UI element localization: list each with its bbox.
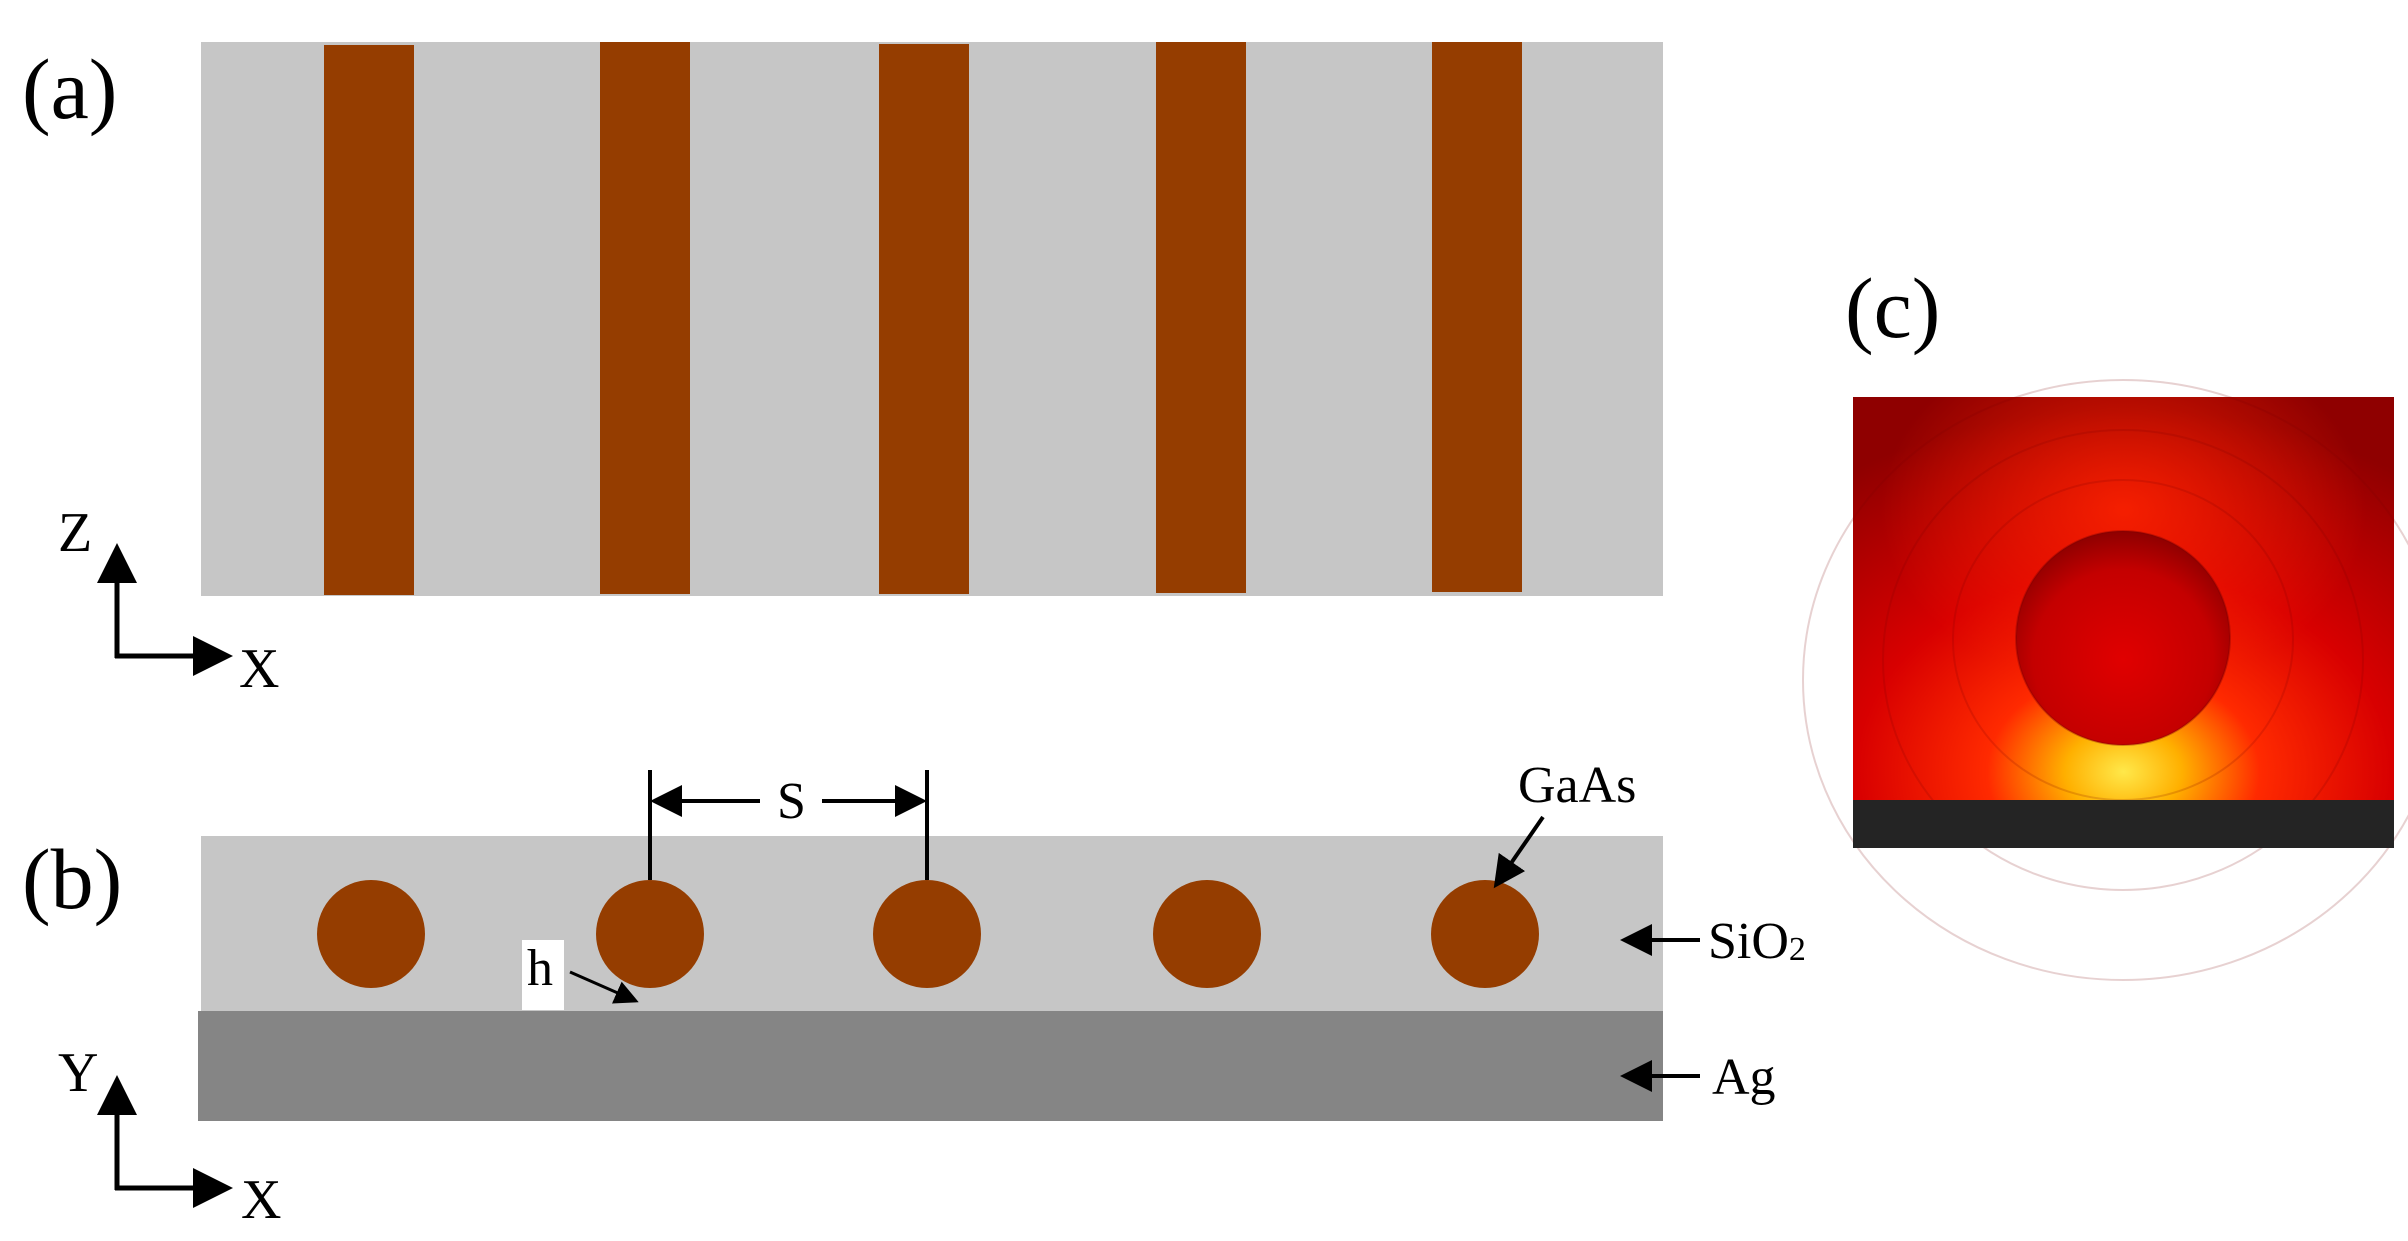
gaas-label: GaAs <box>1518 757 1636 814</box>
sio2-label: SiO2 <box>1708 913 1806 970</box>
gaas-rod <box>1432 42 1522 592</box>
y-axis-label: Y <box>58 1042 98 1104</box>
gaas-rods <box>324 42 1522 595</box>
gaas-sphere-field <box>2015 530 2231 746</box>
gaas-particle <box>1431 880 1539 988</box>
ag-substrate <box>198 1011 1663 1121</box>
gaas-particle <box>873 880 981 988</box>
axes-zx: Z X <box>58 502 279 700</box>
field-contour <box>1802 379 2408 981</box>
spacing-annotation: S <box>648 770 929 880</box>
height-label: h <box>527 940 553 997</box>
field-contour <box>1882 429 2364 891</box>
ag-label: Ag <box>1712 1049 1776 1106</box>
z-axis-label: Z <box>58 502 92 564</box>
panel-c-label: (c) <box>1845 260 1940 356</box>
gaas-pointer <box>1493 815 1545 889</box>
x-axis-label: X <box>241 1169 281 1231</box>
gaas-rod <box>324 45 414 595</box>
gaas-rod <box>879 44 969 594</box>
field-contours <box>1802 379 2408 981</box>
sio2-annotation: SiO2 <box>1620 913 1806 970</box>
sio2-label-main: SiO <box>1708 913 1789 970</box>
gaas-rod <box>1156 42 1246 593</box>
axes-yx: Y X <box>58 1042 281 1231</box>
panel-a-label: (a) <box>22 41 117 137</box>
panel-b: (b) S h GaAs <box>22 757 1806 1231</box>
height-label-background <box>522 940 564 1010</box>
height-pointer <box>569 970 639 1004</box>
panel-c: (c) <box>1802 260 2408 981</box>
sio2-label-subscript: 2 <box>1789 931 1806 968</box>
height-annotation: h <box>522 940 639 1010</box>
spacing-label: S <box>777 773 806 830</box>
panel-a: (a) Z X <box>22 41 1663 700</box>
gaas-particle <box>596 880 704 988</box>
ag-substrate-field <box>1853 800 2394 848</box>
ag-annotation: Ag <box>1620 1049 1776 1106</box>
gaas-particle <box>317 880 425 988</box>
gaas-particle <box>1153 880 1261 988</box>
gaas-particles <box>317 880 1539 988</box>
gaas-rod <box>600 42 690 594</box>
x-axis-label: X <box>239 638 279 700</box>
panel-b-label: (b) <box>22 831 122 927</box>
gaas-annotation: GaAs <box>1493 757 1636 889</box>
